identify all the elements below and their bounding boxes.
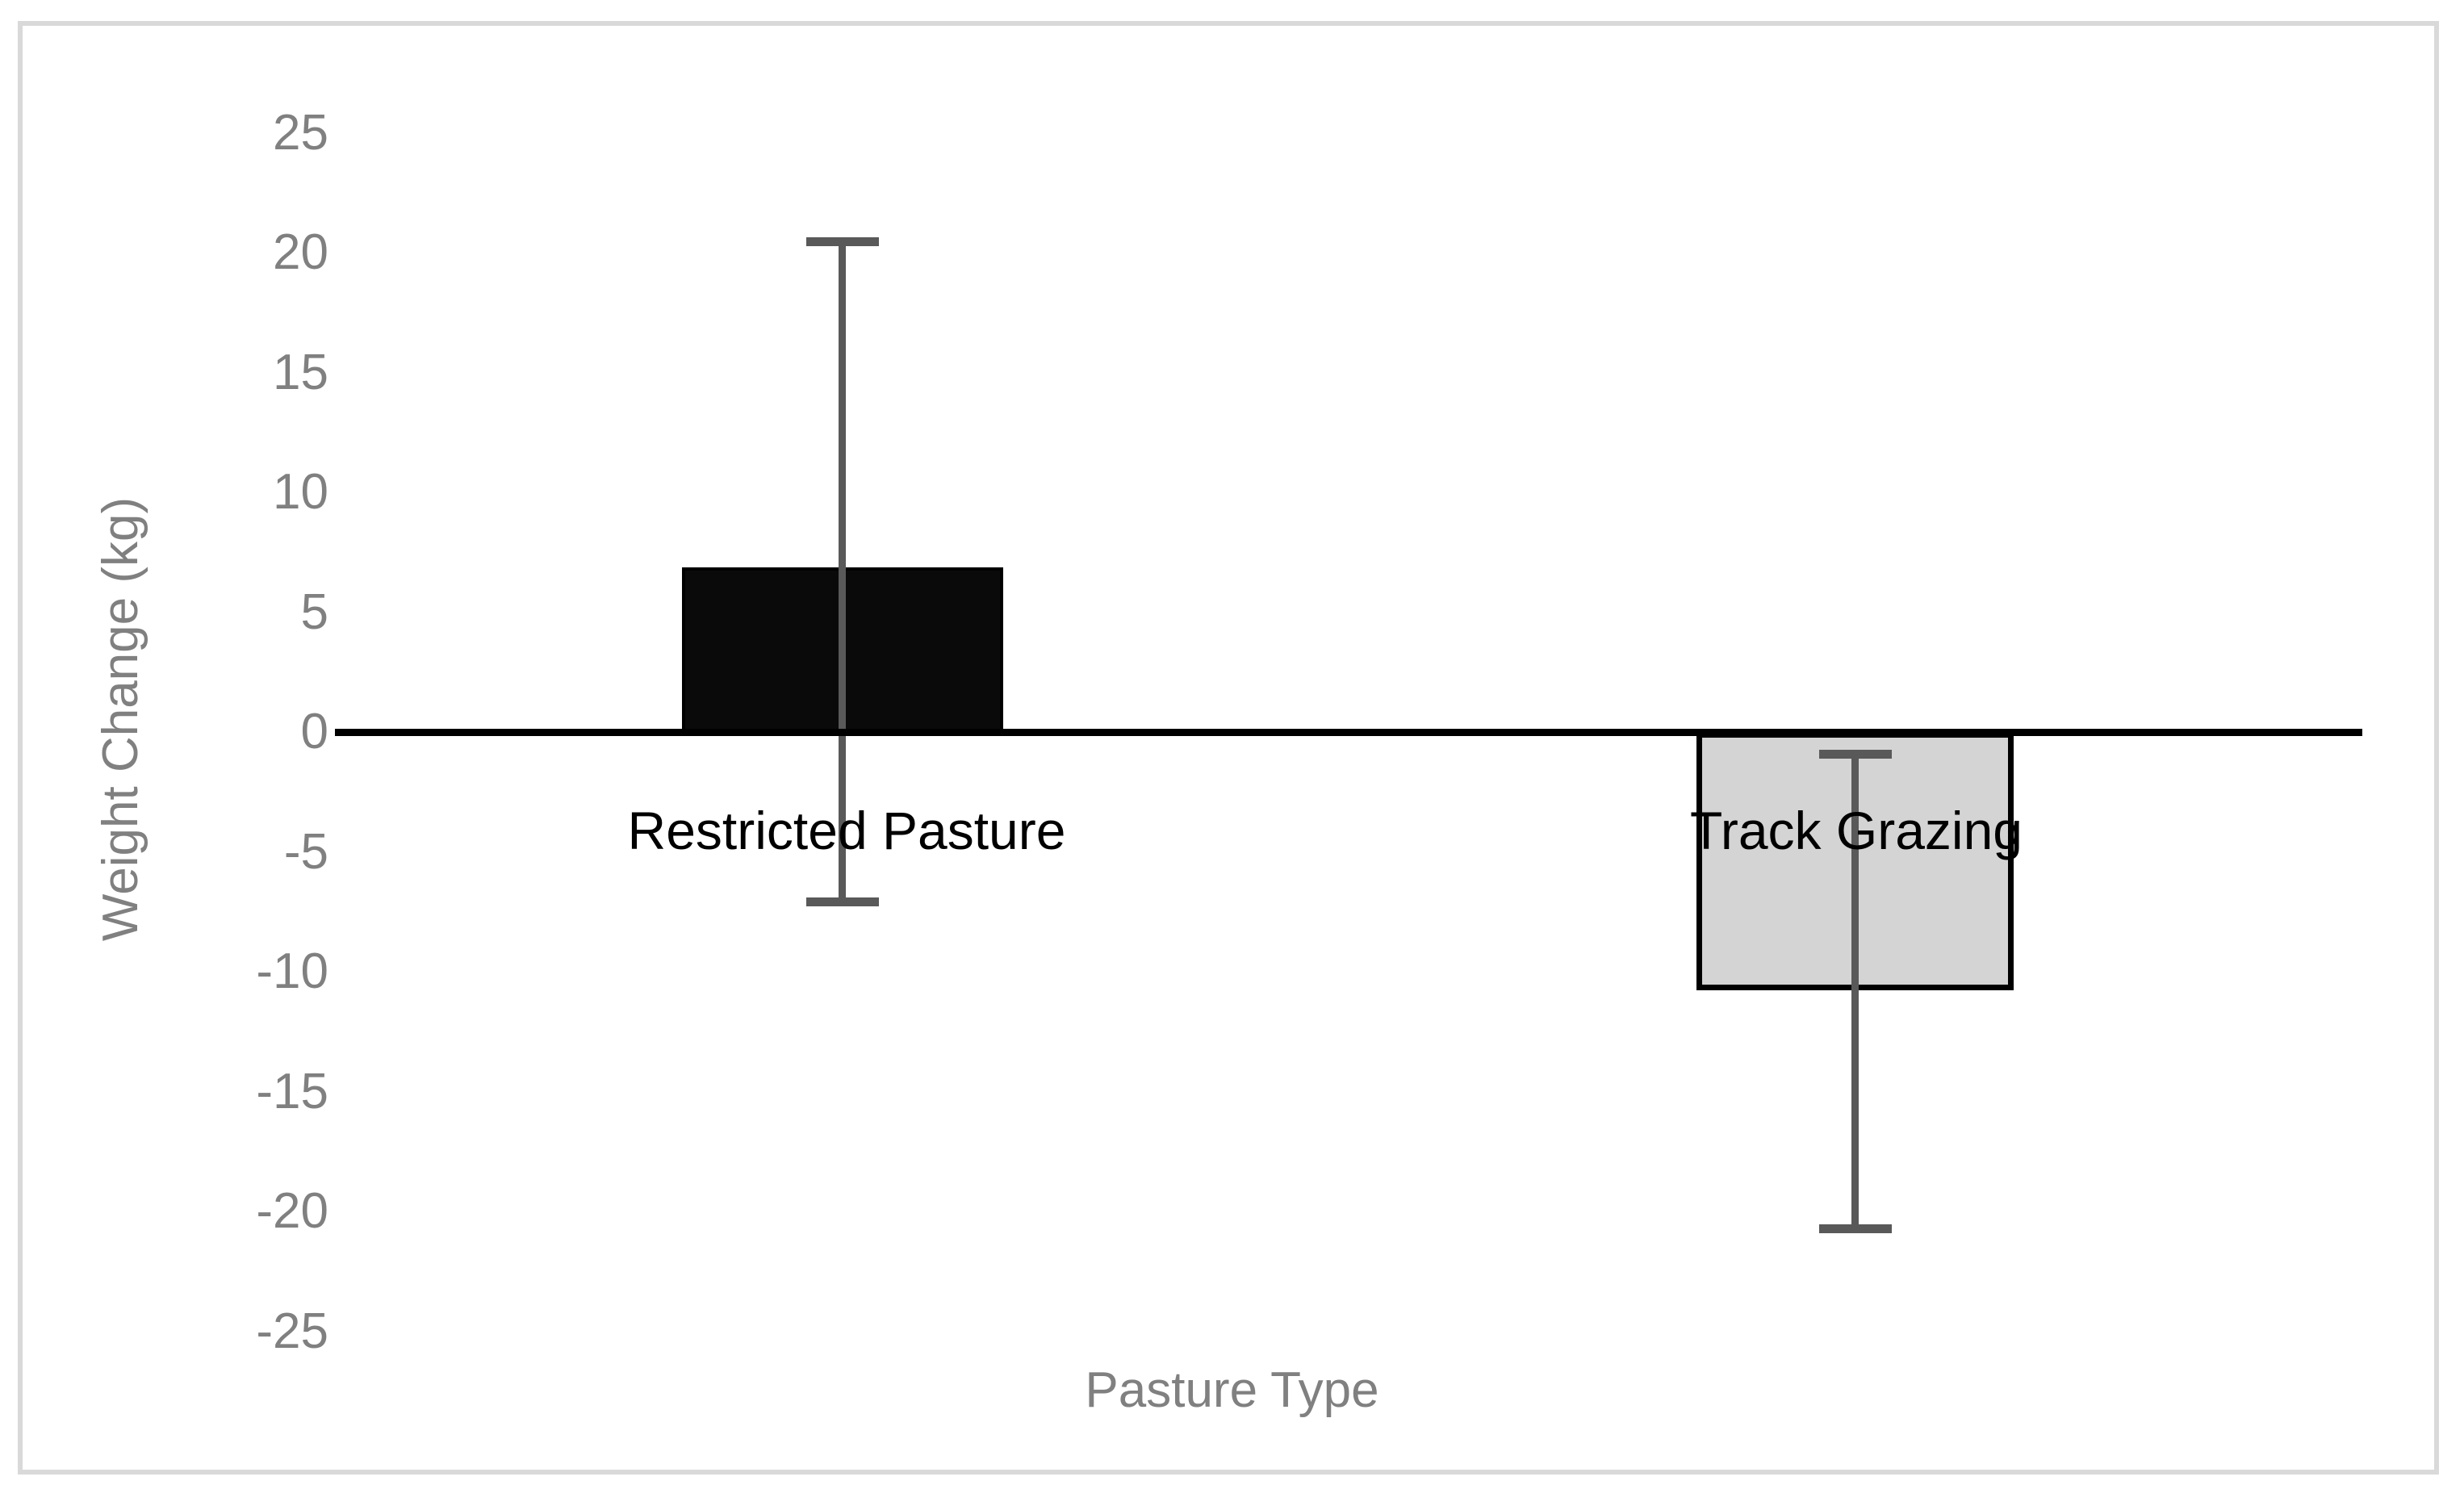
y-tick-label-0: 0: [300, 704, 328, 759]
category-label-track-grazing: Track Grazing: [1690, 801, 2023, 860]
y-tick-label-20: 20: [273, 224, 328, 280]
y-tick-label-25: 25: [273, 105, 328, 161]
error-bar-cap-upper-track-grazing: [1819, 750, 1892, 759]
error-bar-cap-upper-restricted-pasture: [806, 237, 879, 246]
figure-border: [18, 21, 2439, 1475]
x-axis-title: Pasture Type: [1085, 1362, 1379, 1418]
y-tick-label-neg10: -10: [256, 943, 328, 999]
error-bar-cap-lower-restricted-pasture: [806, 897, 879, 906]
y-tick-label-neg20: -20: [256, 1183, 328, 1239]
y-tick-label-15: 15: [273, 345, 328, 400]
error-bar-stem-restricted-pasture: [839, 237, 846, 906]
error-bar-cap-lower-track-grazing: [1819, 1224, 1892, 1233]
y-axis-title: Weight Change (kg): [93, 496, 149, 942]
y-tick-label-10: 10: [273, 464, 328, 520]
error-bar-stem-track-grazing: [1851, 750, 1859, 1229]
category-label-restricted-pasture: Restricted Pasture: [627, 801, 1066, 860]
zero-axis-line: [335, 729, 2362, 736]
y-tick-label-neg5: -5: [283, 824, 328, 880]
y-tick-label-5: 5: [300, 584, 328, 640]
y-tick-label-neg25: -25: [256, 1303, 328, 1359]
y-tick-label-neg15: -15: [256, 1064, 328, 1119]
